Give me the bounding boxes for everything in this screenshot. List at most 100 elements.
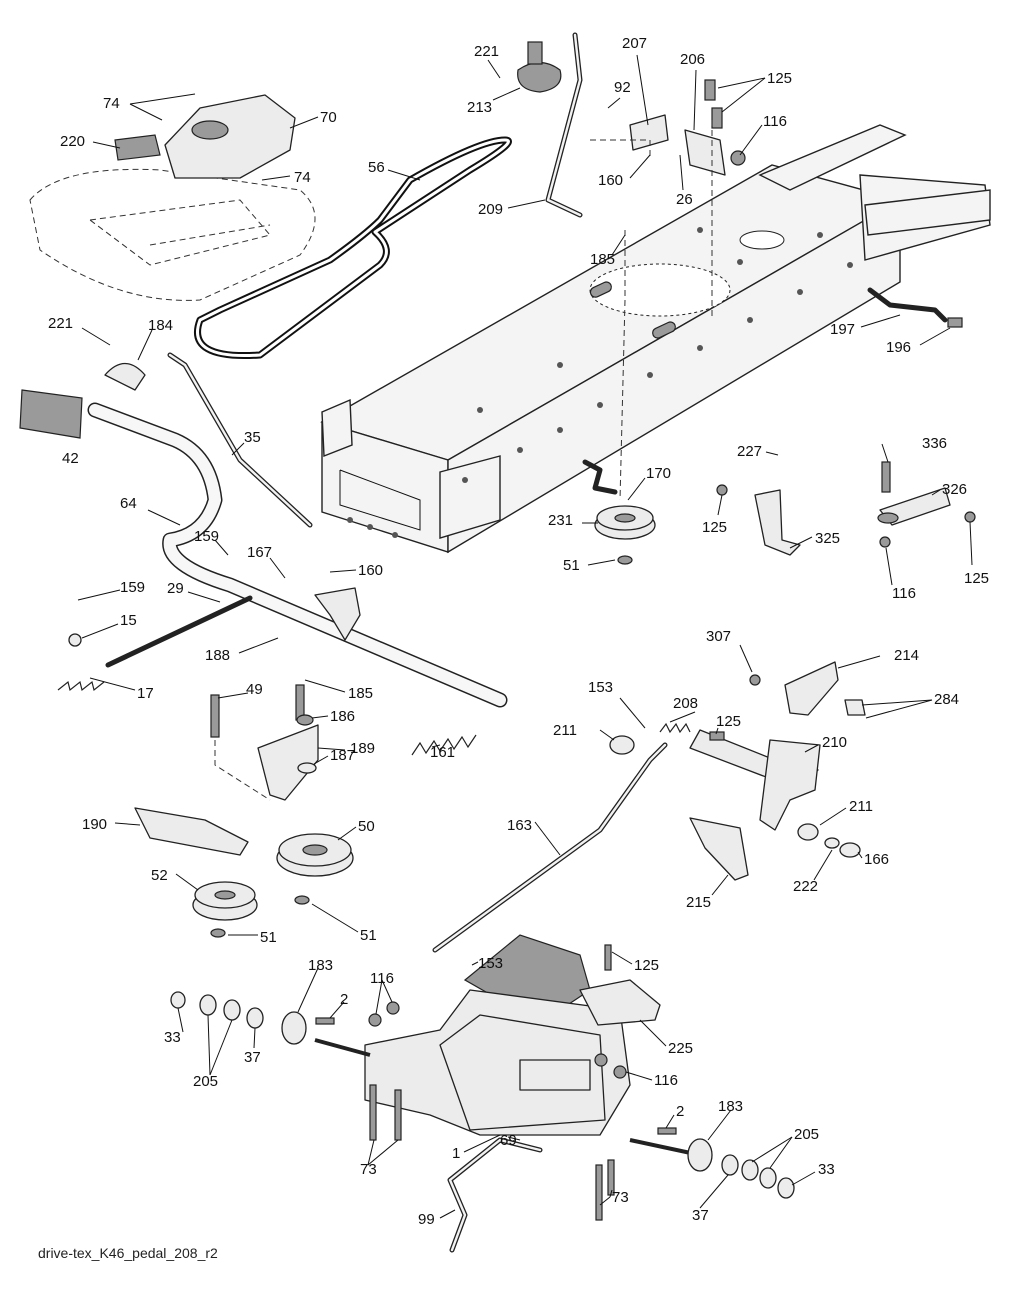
bolt-196 bbox=[947, 317, 963, 328]
spring-208 bbox=[659, 722, 691, 734]
bolt-125f bbox=[604, 944, 612, 971]
callout: 125 bbox=[634, 957, 659, 974]
lever-knob-213 bbox=[517, 61, 562, 93]
callout: 213 bbox=[467, 99, 492, 116]
bolt-307 bbox=[749, 674, 761, 686]
washer-15 bbox=[68, 633, 82, 647]
callout: 231 bbox=[548, 512, 573, 529]
washer-205c bbox=[741, 1159, 759, 1181]
callout: 211 bbox=[849, 798, 873, 815]
dash-opening bbox=[191, 120, 229, 140]
washer-205a bbox=[199, 994, 217, 1016]
callout: 49 bbox=[246, 681, 263, 698]
callout: 50 bbox=[358, 818, 375, 835]
callout: 221 bbox=[48, 315, 73, 332]
callout: 51 bbox=[360, 927, 377, 944]
callout: 116 bbox=[654, 1072, 678, 1089]
callout: 205 bbox=[193, 1073, 218, 1090]
rod-35-inner bbox=[168, 353, 312, 527]
pedal-arm-210 bbox=[759, 739, 821, 831]
callout: 56 bbox=[368, 159, 385, 176]
rod-35 bbox=[167, 352, 313, 528]
pulley-50 bbox=[276, 833, 354, 905]
callout: 221 bbox=[474, 43, 499, 60]
bushing-211a bbox=[609, 735, 635, 755]
callout: 183 bbox=[308, 957, 333, 974]
bolt-336 bbox=[881, 461, 891, 493]
spring-17 bbox=[57, 680, 105, 692]
bearing-183b bbox=[687, 1138, 713, 1172]
callout: 210 bbox=[822, 734, 847, 751]
callout: 159 bbox=[194, 528, 219, 545]
callout: 37 bbox=[692, 1207, 709, 1224]
guard-190 bbox=[134, 807, 249, 856]
steering-tube bbox=[87, 402, 508, 708]
callout: 187 bbox=[330, 747, 355, 764]
callout: 188 bbox=[205, 647, 230, 664]
callout: 225 bbox=[668, 1040, 693, 1057]
spring-161 bbox=[411, 734, 477, 756]
washer-205d bbox=[759, 1167, 777, 1189]
spring-170 bbox=[582, 459, 618, 495]
pulley-231 bbox=[594, 505, 656, 565]
dash-185 bbox=[619, 230, 626, 501]
callout: 99 bbox=[418, 1211, 435, 1228]
ring-166 bbox=[839, 842, 861, 858]
callout: 190 bbox=[82, 816, 107, 833]
washer-33b bbox=[777, 1177, 795, 1199]
callout: 116 bbox=[370, 970, 394, 987]
callout: 29 bbox=[167, 580, 184, 597]
callout: 52 bbox=[151, 867, 168, 884]
callout: 92 bbox=[614, 79, 631, 96]
key-2a bbox=[315, 1017, 335, 1025]
callout: 211 bbox=[553, 722, 577, 739]
shift-rod bbox=[545, 32, 583, 218]
callout: 37 bbox=[244, 1049, 261, 1066]
washer-222 bbox=[824, 837, 840, 849]
callout: 17 bbox=[137, 685, 154, 702]
callout: 307 bbox=[706, 628, 731, 645]
callout: 208 bbox=[673, 695, 698, 712]
bushing-187 bbox=[297, 762, 317, 774]
callout: 189 bbox=[350, 740, 375, 757]
callout: 33 bbox=[818, 1161, 835, 1178]
plate-189 bbox=[257, 724, 319, 801]
callout: 74 bbox=[103, 95, 120, 112]
transaxle bbox=[314, 934, 701, 1157]
bracket-184 bbox=[104, 362, 146, 391]
callout: 325 bbox=[815, 530, 840, 547]
rod-163-inner bbox=[433, 743, 667, 952]
callout: 167 bbox=[247, 544, 272, 561]
rod-99 bbox=[447, 1137, 543, 1253]
callout: 336 bbox=[922, 435, 947, 452]
washer-33a bbox=[170, 991, 186, 1009]
drive-belt bbox=[194, 136, 512, 360]
clip-284 bbox=[844, 699, 866, 716]
bracket-325 bbox=[754, 489, 801, 556]
callout: 205 bbox=[794, 1126, 819, 1143]
callout: 15 bbox=[120, 612, 137, 629]
callout: 125 bbox=[964, 570, 989, 587]
callout: 42 bbox=[62, 450, 79, 467]
callout: 116 bbox=[763, 113, 787, 130]
rod-29 bbox=[105, 595, 253, 668]
callout: 160 bbox=[358, 562, 383, 579]
callout: 326 bbox=[942, 481, 967, 498]
callout: 35 bbox=[244, 429, 261, 446]
bolt-125e bbox=[709, 731, 725, 741]
diagram-caption: drive-tex_K46_pedal_208_r2 bbox=[38, 1245, 218, 1261]
pedal-214 bbox=[784, 661, 839, 716]
bearing-183a bbox=[281, 1011, 307, 1045]
bolt-73c bbox=[595, 1164, 603, 1221]
callout: 166 bbox=[864, 851, 889, 868]
hood-outline bbox=[29, 168, 316, 301]
bolt-73b bbox=[394, 1089, 402, 1141]
nut-116 bbox=[730, 150, 746, 166]
pedal-215 bbox=[689, 817, 749, 881]
bracket-207 bbox=[629, 114, 669, 151]
washer-37a bbox=[246, 1007, 264, 1029]
callout: 227 bbox=[737, 443, 762, 460]
leader-lines bbox=[77, 54, 973, 1219]
callout: 215 bbox=[686, 894, 711, 911]
